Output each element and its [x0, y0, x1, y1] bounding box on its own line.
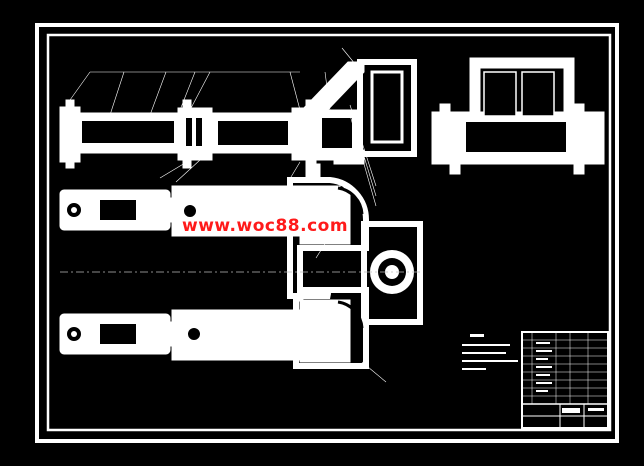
sheet-border-inner — [46, 33, 612, 432]
front-view-bracket — [299, 59, 417, 183]
parts-list — [522, 332, 608, 404]
parts-list-fills — [536, 342, 604, 413]
front-view-hollows — [82, 118, 352, 148]
center-hub — [287, 177, 423, 369]
sheet-border-outer — [35, 23, 619, 443]
technical-notes — [462, 334, 518, 370]
watermark-text: www.woc88.com — [182, 216, 349, 236]
side-view-hollows — [466, 71, 566, 152]
side-view — [431, 57, 605, 175]
